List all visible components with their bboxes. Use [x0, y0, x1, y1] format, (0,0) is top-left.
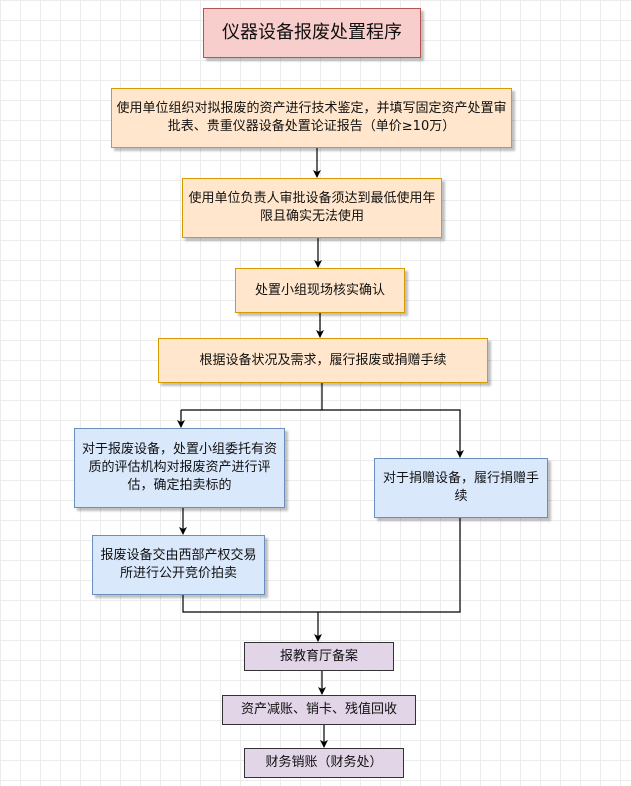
step-finance-writeoff: 财务销账（财务处） [244, 748, 404, 778]
step-asset-writeoff: 资产减账、销卡、残值回收 [222, 695, 416, 725]
step-donation: 对于捐赠设备，履行捐赠手续 [374, 458, 548, 518]
step-technical-appraisal: 使用单位组织对拟报废的资产进行技术鉴定，并填写固定资产处置审批表、贵重仪器设备处… [111, 88, 512, 148]
step-onsite-verification: 处置小组现场核实确认 [235, 268, 405, 313]
arrow-s4-s6 [322, 409, 464, 458]
split-line [181, 383, 323, 411]
step-scrap-evaluation: 对于报废设备，处置小组委托有资质的评估机构对报废资产进行评估，确定拍卖标的 [74, 428, 285, 508]
step-unit-approval: 使用单位负责人审批设备须达到最低使用年限且确实无法使用 [182, 178, 442, 238]
step-report-education-dept: 报教育厅备案 [244, 642, 394, 671]
step-auction: 报废设备交由西部产权交易所进行公开竞价拍卖 [92, 535, 265, 595]
step-scrap-or-donate: 根据设备状况及需求，履行报废或捐赠手续 [158, 338, 488, 383]
merge-line [182, 518, 461, 613]
title-box: 仪器设备报废处置程序 [203, 8, 421, 58]
